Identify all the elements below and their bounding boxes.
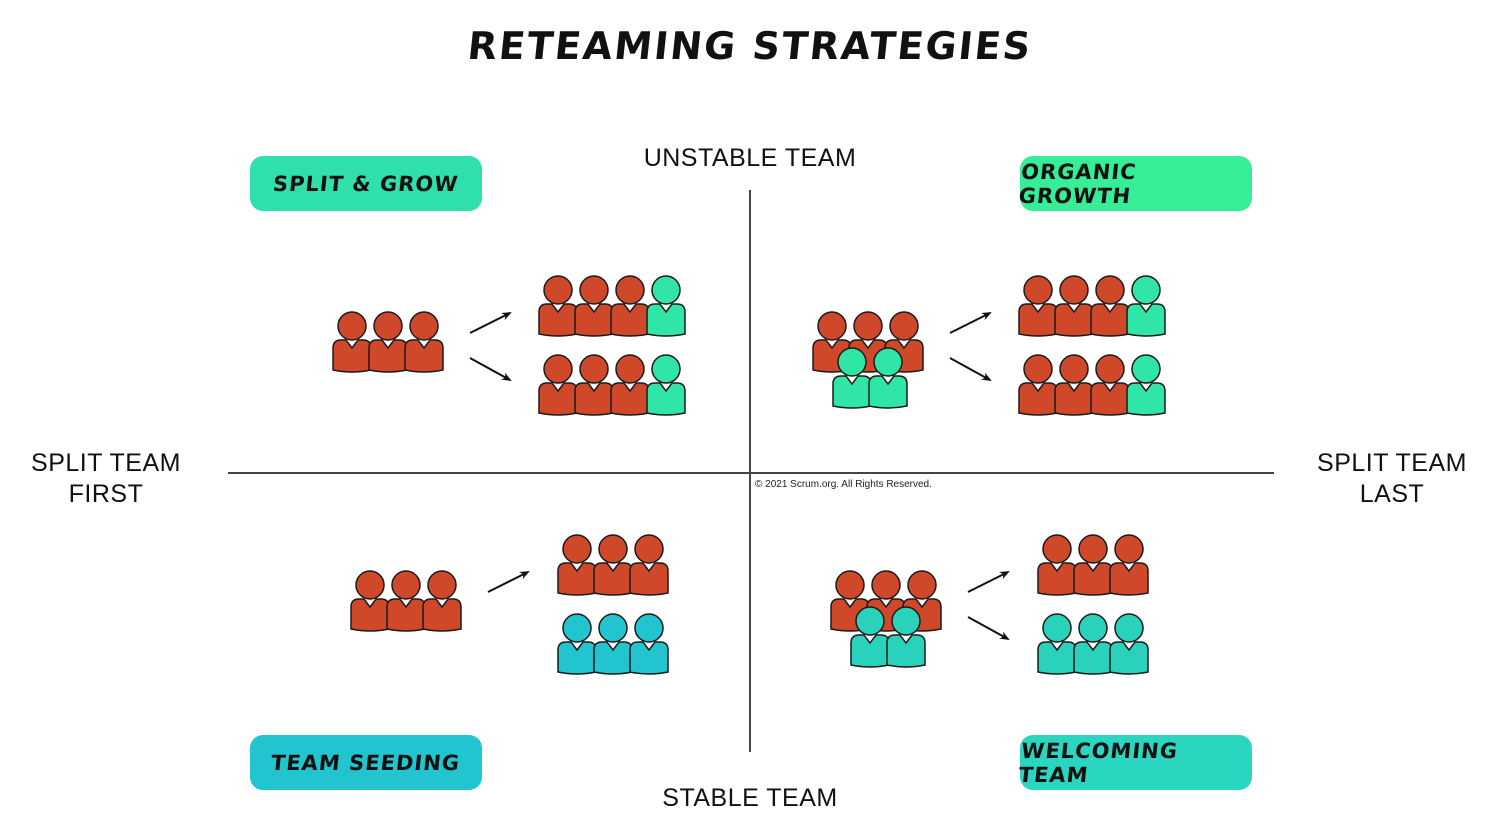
team-figures (332, 275, 1166, 675)
quadrant-welcoming-team-label: WELCOMING TEAM (1017, 738, 1180, 787)
team-member-icon (868, 347, 908, 409)
team-member-icon (886, 606, 926, 668)
strategy-arrow (949, 357, 992, 381)
strategy-arrow (469, 357, 512, 381)
quadrant-team-seeding: TEAM SEEDING (250, 735, 482, 790)
team-member-icon (350, 570, 390, 632)
team-member-icon (538, 275, 578, 337)
team-member-icon (538, 354, 578, 416)
team-member-icon (1073, 613, 1113, 675)
team-member-icon (574, 354, 614, 416)
team-member-icon (610, 275, 650, 337)
team-member-icon (850, 606, 890, 668)
axis-label-left-line2: FIRST (68, 480, 144, 508)
quadrant-organic-growth: ORGANIC GROWTH (1017, 156, 1252, 211)
axis-label-right-line2: LAST (1359, 480, 1425, 508)
quadrant-team-seeding-label: TEAM SEEDING (270, 750, 462, 775)
team-member-icon (1090, 354, 1130, 416)
team-member-icon (1018, 354, 1058, 416)
quadrant-split-and-grow-label: SPLIT & GROW (272, 171, 460, 196)
team-member-icon (422, 570, 462, 632)
team-member-icon (1109, 534, 1149, 596)
team-member-icon (629, 613, 669, 675)
team-member-icon (368, 311, 408, 373)
axis-label-right-line1: SPLIT TEAM (1317, 449, 1467, 477)
team-member-icon (832, 347, 872, 409)
team-member-icon (404, 311, 444, 373)
team-member-icon (1054, 275, 1094, 337)
quadrant-organic-growth-label: ORGANIC GROWTH (1017, 159, 1138, 208)
team-member-icon (646, 354, 686, 416)
axis-label-stable-team: STABLE TEAM (662, 784, 838, 812)
quadrant-welcoming-team: WELCOMING TEAM (1017, 735, 1252, 790)
quadrant-split-and-grow: SPLIT & GROW (250, 156, 482, 211)
team-member-icon (1054, 354, 1094, 416)
axis-label-left-line1: SPLIT TEAM (31, 449, 181, 477)
team-member-icon (1109, 613, 1149, 675)
strategy-arrow (469, 312, 512, 334)
team-member-icon (1073, 534, 1113, 596)
strategy-arrows (469, 312, 1010, 640)
team-member-icon (1126, 275, 1166, 337)
team-member-icon (1018, 275, 1058, 337)
strategy-arrow (967, 616, 1010, 640)
team-member-icon (593, 613, 633, 675)
team-member-icon (593, 534, 633, 596)
strategy-arrow (487, 571, 530, 593)
team-member-icon (1037, 613, 1077, 675)
team-member-icon (646, 275, 686, 337)
strategy-arrow (967, 571, 1010, 593)
team-member-icon (1037, 534, 1077, 596)
team-member-icon (386, 570, 426, 632)
strategy-arrow (949, 312, 992, 334)
axis-label-split-team-first: SPLIT TEAM FIRST (6, 448, 206, 510)
team-member-icon (557, 613, 597, 675)
team-member-icon (332, 311, 372, 373)
team-member-icon (1090, 275, 1130, 337)
team-member-icon (574, 275, 614, 337)
axis-label-unstable-team: UNSTABLE TEAM (643, 144, 857, 172)
axis-label-split-team-last: SPLIT TEAM LAST (1292, 448, 1492, 510)
team-member-icon (629, 534, 669, 596)
team-member-icon (1126, 354, 1166, 416)
team-member-icon (557, 534, 597, 596)
team-member-icon (610, 354, 650, 416)
copyright-notice: © 2021 Scrum.org. All Rights Reserved. (755, 479, 932, 490)
